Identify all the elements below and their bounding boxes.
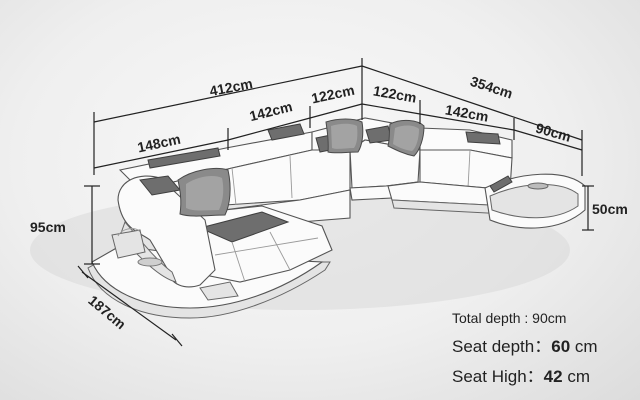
dim-label-table-height: 50cm bbox=[592, 201, 628, 217]
dim-label-right-middle: 142cm bbox=[444, 101, 490, 124]
pillow-left-face bbox=[186, 176, 224, 211]
spec-seat-depth-unit: cm bbox=[570, 337, 598, 356]
dim-label-left-back: 148cm bbox=[136, 131, 182, 156]
spec-total-depth-label: Total depth : bbox=[452, 310, 533, 326]
dimension-lines bbox=[77, 58, 594, 347]
spec-seat-depth-label: Seat depth： bbox=[452, 337, 552, 356]
table-book bbox=[527, 182, 549, 190]
bag-handle bbox=[117, 228, 141, 237]
seam bbox=[289, 155, 293, 199]
spec-seat-high-unit: cm bbox=[562, 367, 590, 386]
table-accent bbox=[489, 175, 513, 193]
sofa-illustration bbox=[87, 117, 586, 319]
spec-total-depth: Total depth : 90cm bbox=[452, 310, 598, 326]
right-back-cushions bbox=[419, 149, 513, 191]
dim-label-left-corner: 122cm bbox=[310, 82, 356, 107]
seam bbox=[214, 237, 319, 256]
seam bbox=[231, 167, 237, 206]
bag-shape bbox=[111, 229, 146, 259]
book-stack bbox=[137, 257, 163, 267]
dim-label-back-height: 95cm bbox=[30, 219, 66, 235]
dim-label-right-corner: 122cm bbox=[372, 82, 418, 105]
end-table-shelf bbox=[489, 184, 579, 219]
headrest-chaise bbox=[147, 147, 221, 169]
spec-seat-high-value: 42 bbox=[543, 367, 563, 386]
spec-total-depth-value: 90cm bbox=[532, 310, 567, 326]
seam bbox=[269, 231, 291, 271]
seam bbox=[467, 149, 471, 189]
dim-label-left-middle: 142cm bbox=[248, 98, 294, 124]
dim-label-total-left: 412cm bbox=[208, 75, 254, 99]
dim-label-total-right: 354cm bbox=[468, 73, 514, 102]
spec-seat-high: Seat High：42 cm bbox=[452, 362, 598, 387]
headrest-right bbox=[465, 131, 501, 145]
headrest-left bbox=[267, 123, 305, 141]
seam bbox=[231, 241, 246, 283]
magazine bbox=[199, 281, 239, 301]
chaise-accent-stripe bbox=[198, 211, 290, 243]
spec-seat-high-label: Seat High： bbox=[452, 367, 544, 386]
spec-seat-depth: Seat depth：60 cm bbox=[452, 332, 598, 357]
spec-block: Total depth : 90cm Seat depth：60 cm Seat… bbox=[452, 310, 598, 392]
pillow-center-left-face bbox=[331, 123, 358, 149]
pillow-center-right-face bbox=[393, 125, 419, 151]
spec-seat-depth-value: 60 bbox=[551, 337, 571, 356]
